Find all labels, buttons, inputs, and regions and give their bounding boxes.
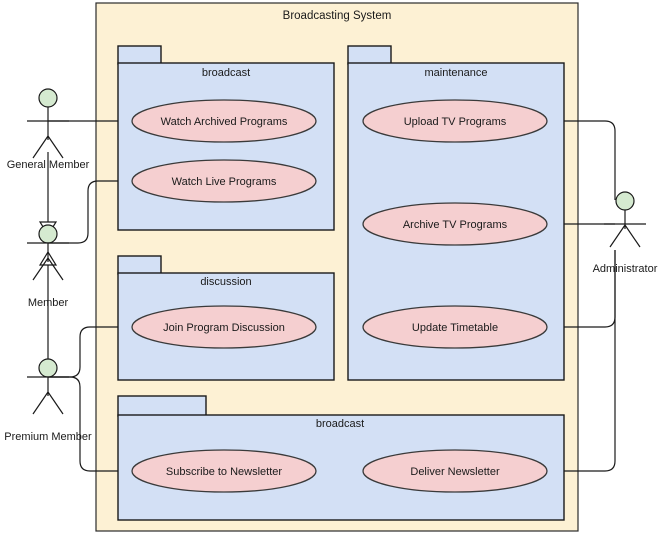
use-case-ellipse[interactable] [131,449,317,493]
package-title: broadcast [202,67,250,79]
use-case-join-discussion[interactable]: Join Program Discussion [131,305,317,349]
use-case-watch-live[interactable]: Watch Live Programs [131,159,317,203]
use-case-label: Join Program Discussion [163,322,285,334]
use-case-ellipse[interactable] [362,202,548,246]
actor-body-icon [604,210,646,248]
use-case-update-timetable[interactable]: Update Timetable [362,305,548,349]
package-discussion: discussion Join Program Discussion [117,255,335,381]
actor-administrator[interactable]: Administrator [593,191,658,275]
actor-body-icon [27,107,69,159]
use-case-label: Update Timetable [412,322,498,334]
use-case-label: Watch Live Programs [172,176,277,188]
use-case-label: Archive TV Programs [403,219,508,231]
actor-member[interactable]: Member [27,224,69,309]
actor-general-member[interactable]: General Member [7,88,90,171]
actor-head-icon [38,224,58,244]
use-case-ellipse[interactable] [131,99,317,143]
use-case-label: Subscribe to Newsletter [166,466,282,478]
use-case-deliver-newsletter[interactable]: Deliver Newsletter [362,449,548,493]
package-body [117,62,335,231]
package-tab [117,255,162,275]
use-case-ellipse[interactable] [362,99,548,143]
assoc-administrator-deliver-newsletter [546,250,616,472]
actor-head-icon [38,88,58,108]
use-case-upload-tv[interactable]: Upload TV Programs [362,99,548,143]
package-broadcast-top: broadcast Watch Archived Programs Watch … [117,45,335,231]
use-case-ellipse[interactable] [362,305,548,349]
assoc-premium-member-subscribe-newsletter [48,376,132,472]
system-boundary-title: Broadcasting System [283,10,392,22]
actor-label: Administrator [593,263,658,275]
use-case-archive-tv[interactable]: Archive TV Programs [362,202,548,246]
package-title: broadcast [316,418,364,430]
actor-premium-member[interactable]: Premium Member [4,358,92,443]
use-case-label: Upload TV Programs [404,116,507,128]
package-maintenance: maintenance Upload TV Programs Archive T… [347,45,565,381]
actor-label: Premium Member [4,431,92,443]
actor-head-icon [38,358,58,378]
actor-label: General Member [7,159,90,171]
package-broadcast-bottom: broadcast Subscribe to Newsletter Delive… [117,395,565,521]
actor-head-icon [615,191,635,211]
package-title: maintenance [425,67,488,79]
package-title: discussion [200,276,251,288]
use-case-watch-archived[interactable]: Watch Archived Programs [131,99,317,143]
use-case-label: Deliver Newsletter [410,466,500,478]
package-tab [347,45,392,65]
package-tab [117,395,207,417]
actor-label: Member [28,297,69,309]
actor-body-icon [27,242,69,281]
assoc-member-watch-live [48,180,132,244]
assoc-premium-member-join-discussion [48,326,132,378]
use-case-label: Watch Archived Programs [161,116,288,128]
use-case-ellipse[interactable] [131,305,317,349]
actor-body-icon [27,376,69,415]
package-tab [117,45,162,65]
use-case-ellipse[interactable] [362,449,548,493]
assoc-administrator-upload-tv [546,120,616,200]
use-case-subscribe-newsletter[interactable]: Subscribe to Newsletter [131,449,317,493]
use-case-ellipse[interactable] [131,159,317,203]
